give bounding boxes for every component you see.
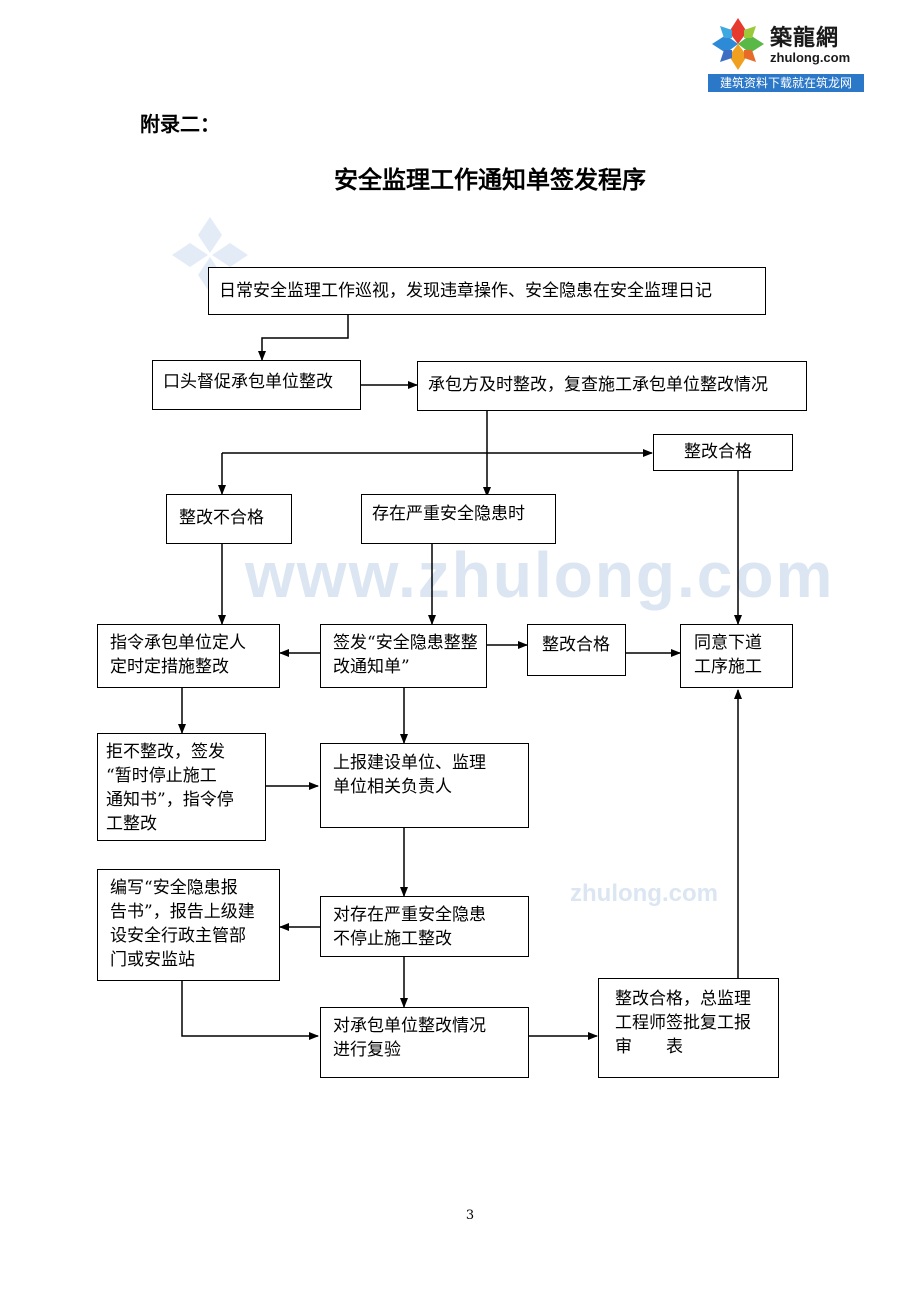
page-title: 安全监理工作通知单签发程序 — [334, 165, 646, 194]
box-inspect: 日常安全监理工作巡视，发现违章操作、安全隐患在安全监理日记 — [208, 267, 766, 315]
box-stop-work: 对存在严重安全隐患 不停止施工整改 — [320, 896, 529, 957]
box-issue-notice: 签发“安全隐患整整 改通知单” — [320, 624, 487, 688]
box-oral-urge: 口头督促承包单位整改 — [152, 360, 361, 410]
watermark-main: www.zhulong.com — [245, 539, 835, 611]
logo-name: 築龍網 — [770, 25, 840, 51]
box-recheck: 对承包单位整改情况 进行复验 — [320, 1007, 529, 1078]
arrow-inspect-oral — [258, 315, 349, 361]
zhulong-logo — [708, 14, 864, 94]
box-write-report: 编写“安全隐患报 告书”，报告上级建 设安全行政主管部 门或安监站 — [97, 869, 280, 981]
box-serious-hazard: 存在严重安全隐患时 — [361, 494, 556, 544]
box-resume-approval: 整改合格，总监理 工程师签批复工报 审 表 — [598, 978, 779, 1078]
box-fail: 整改不合格 — [166, 494, 292, 544]
page-number: 3 — [465, 1208, 475, 1223]
zhulong-logo-icon — [712, 18, 764, 70]
box-report-parties: 上报建设单位、监理 单位相关负责人 — [320, 743, 529, 828]
arrow-write-recheck — [181, 981, 319, 1040]
appendix-label: 附录二： — [140, 112, 220, 136]
logo-tagline: 建筑资料下载就在筑龙网 — [708, 74, 864, 92]
logo-url: zhulong.com — [770, 50, 851, 65]
watermark-small: zhulong.com — [570, 880, 718, 907]
box-order-rectify: 指令承包单位定人 定时定措施整改 — [97, 624, 280, 688]
box-refuse-stop: 拒不整改，签发 “暂时停止施工 通知书”，指令停 工整改 — [97, 733, 266, 841]
box-approve-next: 同意下道 工序施工 — [680, 624, 793, 688]
box-contractor-fix: 承包方及时整改，复查施工承包单位整改情况 — [417, 361, 807, 411]
box-pass-mid: 整改合格 — [527, 624, 626, 676]
box-pass-top: 整改合格 — [653, 434, 793, 471]
